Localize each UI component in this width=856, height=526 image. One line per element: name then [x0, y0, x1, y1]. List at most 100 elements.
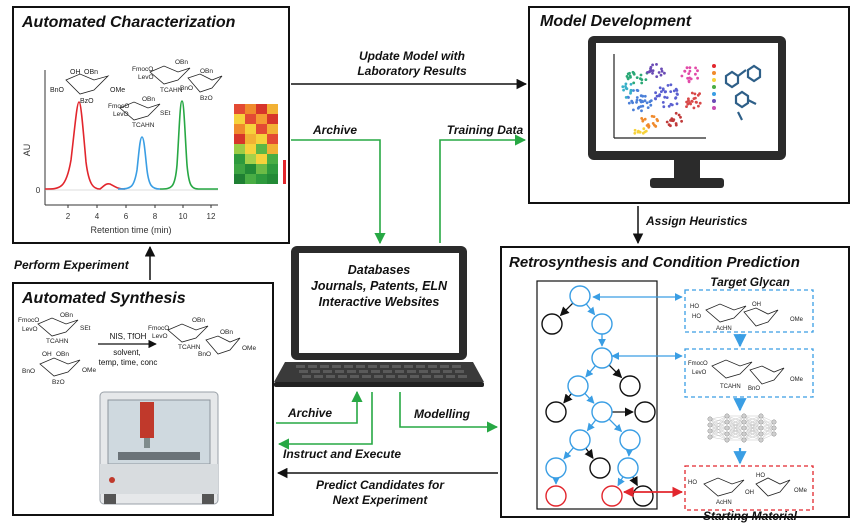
nn-node — [741, 419, 747, 425]
tsne-point — [689, 102, 692, 106]
mol-label: OBn — [56, 351, 69, 358]
nn-node — [724, 431, 730, 437]
tsne-point — [641, 131, 645, 135]
nn-link — [709, 427, 728, 438]
mol-label: OMe — [110, 87, 125, 94]
tsne-point — [674, 111, 678, 115]
keyboard-key — [440, 365, 449, 368]
tsne-point — [633, 128, 637, 132]
label-archive-top: Archive — [312, 123, 358, 137]
arrow-archive-top — [291, 139, 386, 245]
tsne-point — [640, 109, 643, 113]
mol-label: SEt — [160, 110, 171, 117]
laptop-line-websites: Interactive Websites — [318, 295, 440, 309]
keyboard-key — [398, 375, 407, 378]
tsne-point — [635, 98, 639, 102]
mol-label: HO — [756, 473, 765, 479]
label-training-data: Training Data — [446, 123, 524, 137]
nn-link — [726, 433, 745, 441]
tsne-point — [648, 70, 652, 73]
label-target-glycan: Target Glycan — [710, 275, 790, 289]
mol-label: BzO — [200, 95, 213, 102]
x-tick-label: 2 — [66, 212, 71, 221]
tsne-point — [639, 94, 643, 98]
arrow-archive-bottom — [276, 390, 363, 424]
nn-link — [709, 421, 728, 438]
mol-label: OMe — [790, 317, 804, 323]
intermediate-molecule — [711, 359, 785, 385]
keyboard-key — [335, 370, 344, 373]
intermediate-box — [684, 348, 814, 398]
y-zero-tick: 0 — [36, 186, 41, 195]
nn-node — [758, 413, 764, 419]
tsne-point — [662, 105, 666, 109]
mol-label: SEt — [80, 325, 91, 332]
nn-node — [707, 416, 713, 422]
tsne-point — [643, 99, 647, 103]
tsne-point — [661, 88, 665, 92]
tsne-point — [683, 69, 687, 73]
x-axis-label: Retention time (min) — [90, 225, 171, 235]
reaction-conditions-2: temp, time, conc — [99, 358, 158, 367]
tree-edge — [617, 476, 625, 487]
mol-label: BnO — [180, 85, 193, 92]
nn-link — [726, 415, 745, 429]
tsne-point — [643, 94, 647, 98]
mol-label: HO — [688, 480, 697, 486]
tsne-point — [632, 108, 635, 112]
tsne-point — [669, 83, 673, 87]
tsne-point — [669, 90, 673, 93]
tsne-point — [677, 113, 681, 117]
tree-node — [601, 485, 623, 507]
tree-node — [569, 429, 591, 451]
tsne-point — [641, 104, 645, 108]
nn-node — [741, 413, 747, 419]
nn-link — [726, 427, 745, 441]
x-tick-label: 8 — [153, 212, 158, 221]
color-dots — [712, 64, 716, 110]
tree-node — [591, 401, 613, 423]
mol-label: LevO — [22, 326, 38, 333]
tsne-point — [655, 63, 658, 66]
tsne-clusters — [621, 63, 702, 135]
tree-node — [619, 375, 641, 397]
tsne-point — [687, 97, 690, 101]
tsne-point — [688, 66, 692, 69]
tree-edge — [585, 303, 596, 316]
keyboard-key — [338, 375, 347, 378]
tsne-point — [669, 124, 672, 128]
molecule-product-top — [149, 65, 223, 93]
tsne-point — [659, 73, 663, 77]
tsne-point — [640, 78, 644, 82]
tsne-point — [637, 105, 641, 109]
mol-label: TCAHN — [160, 87, 183, 94]
synthesis-title: Automated Synthesis — [22, 290, 186, 307]
tsne-point — [661, 101, 665, 104]
mol-label: FmocO — [132, 66, 153, 73]
nn-link — [743, 415, 762, 429]
mol-label: FmocO — [148, 325, 169, 332]
tsne-point — [621, 85, 625, 89]
keyboard-key — [410, 375, 419, 378]
nn-link — [743, 433, 762, 441]
tsne-point — [643, 117, 647, 121]
nn-node — [724, 419, 730, 425]
tree-edge — [608, 418, 623, 433]
tsne-point — [636, 89, 640, 92]
tsne-point — [633, 131, 637, 135]
x-ticks — [67, 205, 212, 208]
keyboard-key — [428, 365, 437, 368]
characterization-title: Automated Characterization — [22, 14, 236, 31]
tsne-point — [647, 125, 651, 129]
monitor — [588, 36, 786, 188]
keyboard-key — [404, 365, 413, 368]
keyboard-key — [416, 365, 425, 368]
tsne-point — [685, 100, 688, 104]
tree-node — [619, 429, 641, 451]
nn-link — [760, 421, 775, 441]
tsne-point — [631, 70, 635, 74]
nn-link — [743, 427, 762, 441]
tsne-point — [658, 86, 662, 90]
tsne-point — [670, 117, 674, 120]
tsne-point — [687, 80, 691, 84]
